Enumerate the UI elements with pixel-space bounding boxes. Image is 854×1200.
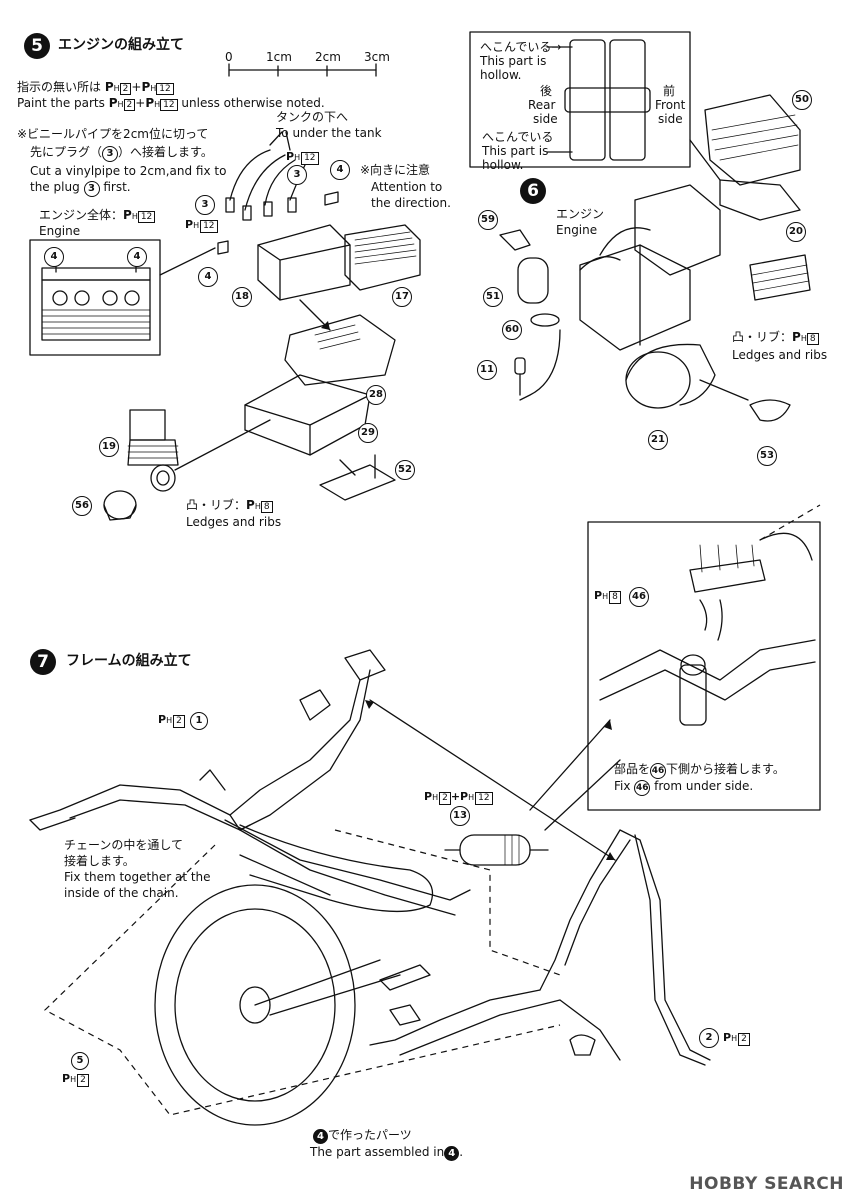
watermark: HOBBY SEARCH [689, 1174, 844, 1194]
front-label-en-2: side [658, 112, 683, 126]
hollow-note-en-top-2: hollow. [480, 68, 522, 82]
chain-note-en-2: inside of the chain. [64, 886, 179, 900]
step-5-title: エンジンの組み立て [58, 37, 184, 53]
part-number-52: 52 [395, 460, 415, 480]
part-number-4a: 4 [330, 160, 350, 180]
step-5-badge: 5 [24, 33, 50, 59]
part-number-4b: 4 [44, 247, 64, 267]
rear-label-jp: 後 [540, 84, 553, 98]
tank-label-jp: タンクの下へ [276, 110, 349, 124]
step-7-badge: 7 [30, 649, 56, 675]
vinyl-note-jp-2: 先にプラグ（3）へ接着します。 [30, 145, 213, 162]
step-6-badge: 6 [520, 178, 546, 204]
part-number-51: 51 [483, 287, 503, 307]
hollow-note-jp-top: へこんでいる→ [480, 40, 562, 54]
rear-label-en-2: side [533, 112, 558, 126]
ruler-label-3cm: 3cm [364, 50, 390, 64]
part-number-11: 11 [477, 360, 497, 380]
front-label-jp: 前 [663, 84, 676, 98]
ledges-note-en-5: Ledges and ribs [186, 515, 282, 529]
part-number-19: 19 [99, 437, 119, 457]
part-number-21: 21 [648, 430, 668, 450]
direction-note-en-1: Attention to [371, 180, 443, 194]
part-number-13: 13 [450, 806, 470, 826]
hollow-note-en-bottom-2: hollow. [482, 158, 524, 172]
part-number-50: 50 [792, 90, 812, 110]
part-3-ref-en: 3 [83, 181, 100, 197]
part-number-5: 5 [71, 1052, 89, 1070]
part-number-17: 17 [392, 287, 412, 307]
chain-note-en-1: Fix them together at the [64, 870, 211, 884]
part-number-18: 18 [232, 287, 252, 307]
engine-whole-en: Engine [39, 224, 81, 238]
part-number-28: 28 [366, 385, 386, 405]
chain-note-jp-1: チェーンの中を通して [64, 838, 184, 852]
part-number-59: 59 [478, 210, 498, 230]
part-3-ref: 3 [102, 146, 119, 162]
part-46-ref-jp: 46 [650, 763, 667, 779]
part-number-29: 29 [358, 423, 378, 443]
vinyl-note-jp-1: ※ビニールパイプを2cm位に切って [17, 127, 209, 141]
engine-label-en-6: Engine [556, 223, 598, 237]
part-46-ref-en: 46 [634, 780, 651, 796]
engine-label-jp-6: エンジン [556, 207, 605, 221]
part-number-4c: 4 [127, 247, 147, 267]
hollow-note-jp-bottom: へこんでいる [482, 130, 554, 144]
vinyl-note-en-2: the plug 3 first. [30, 180, 131, 197]
fix46-note-en: Fix 46 from under side. [614, 779, 753, 796]
direction-note-jp: ※向きに注意 [360, 163, 431, 177]
rear-label-en-1: Rear [528, 98, 556, 112]
chain-note-jp-2: 接着します。 [64, 854, 135, 868]
step-4-ref-badge: 4 [313, 1129, 328, 1144]
part-number-3a: 3 [195, 195, 215, 215]
part-number-20: 20 [786, 222, 806, 242]
part-number-2: 2 [699, 1028, 719, 1048]
part-number-46: 46 [629, 587, 649, 607]
hollow-note-en-bottom-1: This part is [482, 144, 549, 158]
part-number-1: 1 [190, 712, 208, 730]
ruler-label-1cm: 1cm [266, 50, 292, 64]
part-number-56: 56 [72, 496, 92, 516]
tank-label-en: To under the tank [276, 126, 382, 140]
direction-note-en-2: the direction. [371, 196, 451, 210]
step-4-ref-badge-en: 4 [444, 1146, 460, 1161]
part-number-60: 60 [502, 320, 522, 340]
step-7-title: フレームの組み立て [66, 653, 192, 669]
vinyl-note-en-1: Cut a vinylpipe to 2cm,and fix to [30, 164, 227, 178]
ruler-label-2cm: 2cm [315, 50, 341, 64]
front-label-en-1: Front [655, 98, 686, 112]
hollow-note-en-top-1: This part is [480, 54, 547, 68]
part-number-53: 53 [757, 446, 777, 466]
ruler-label-0: 0 [225, 50, 233, 64]
part-number-3b: 3 [287, 165, 307, 185]
ledges-note-en-6: Ledges and ribs [732, 348, 828, 362]
part-number-4d: 4 [198, 267, 218, 287]
